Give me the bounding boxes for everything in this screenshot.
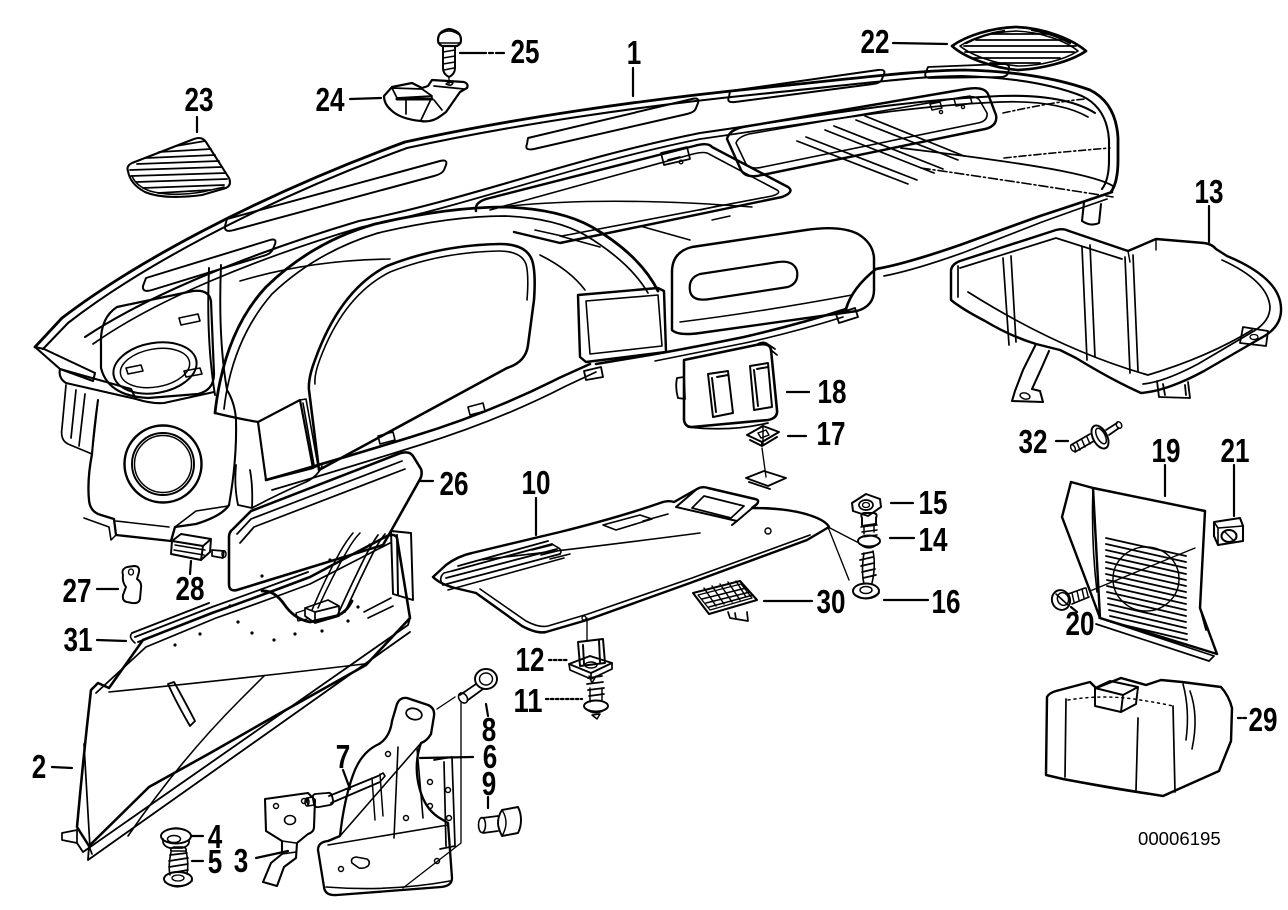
svg-text:24: 24 [316, 81, 346, 118]
svg-text:2: 2 [32, 748, 47, 785]
svg-text:18: 18 [818, 373, 847, 410]
svg-text:5: 5 [208, 843, 223, 880]
svg-text:20: 20 [1066, 605, 1095, 642]
svg-text:9: 9 [482, 765, 497, 802]
svg-text:27: 27 [63, 572, 92, 609]
svg-text:10: 10 [522, 464, 551, 501]
svg-text:6: 6 [483, 738, 498, 775]
svg-text:7: 7 [336, 738, 351, 775]
svg-text:15: 15 [919, 484, 948, 521]
svg-text:26: 26 [440, 465, 469, 502]
svg-text:29: 29 [1249, 701, 1278, 738]
svg-text:25: 25 [511, 33, 540, 70]
svg-text:12: 12 [516, 641, 545, 678]
svg-text:28: 28 [176, 570, 205, 607]
svg-text:11: 11 [514, 682, 543, 719]
svg-text:32: 32 [1019, 423, 1048, 460]
svg-text:30: 30 [817, 583, 846, 620]
svg-text:3: 3 [234, 842, 249, 879]
svg-text:23: 23 [185, 81, 214, 118]
svg-text:8: 8 [482, 711, 497, 748]
svg-text:17: 17 [817, 415, 846, 452]
svg-text:31: 31 [64, 621, 93, 658]
svg-text:13: 13 [1195, 173, 1224, 210]
svg-text:00006195: 00006195 [1138, 828, 1221, 849]
svg-text:14: 14 [919, 521, 949, 558]
svg-text:1: 1 [627, 34, 642, 71]
svg-text:21: 21 [1221, 432, 1250, 469]
svg-text:22: 22 [861, 23, 890, 60]
svg-text:16: 16 [932, 583, 961, 620]
svg-text:4: 4 [208, 818, 223, 855]
svg-text:19: 19 [1152, 432, 1181, 469]
